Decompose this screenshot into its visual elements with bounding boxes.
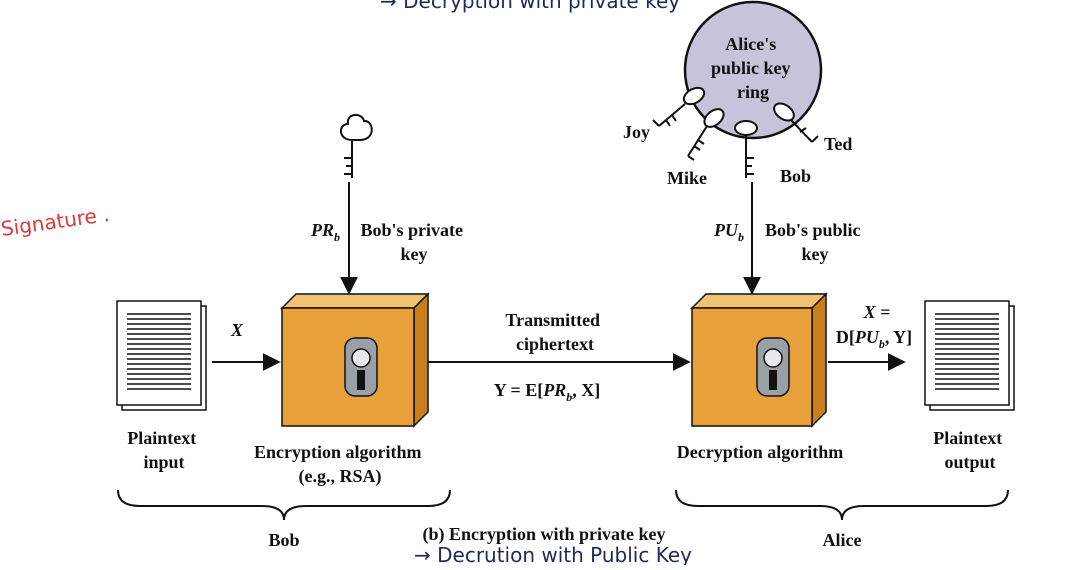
mike-key-icon xyxy=(687,108,725,161)
group-label-bob: Bob xyxy=(268,530,299,550)
encryption-algorithm-label: Encryption algorithm (e.g., RSA) xyxy=(254,442,426,487)
encryption-box xyxy=(280,292,430,428)
public-key-label: Bob's public key xyxy=(765,220,865,264)
decryption-lock-icon xyxy=(756,337,790,397)
decryption-algorithm-label: Decryption algorithm xyxy=(677,442,843,462)
private-key-label: Bob's private key xyxy=(360,220,467,264)
figure-caption: (b) Encryption with private key xyxy=(423,524,666,545)
joy-key-icon xyxy=(652,86,706,127)
public-key-symbol: PUb xyxy=(713,220,744,244)
bob-brace xyxy=(117,489,451,521)
plaintext-output-label: Plaintext output xyxy=(933,428,1007,472)
group-label-alice: Alice xyxy=(823,530,862,550)
public-key-ring: Alice's public key ring xyxy=(623,0,852,188)
output-equation-line2: D[PUb, Y] xyxy=(836,327,912,351)
output-equation-line1: X = xyxy=(863,302,891,322)
key-owner-ted: Ted xyxy=(824,134,852,154)
decryption-box xyxy=(690,292,828,428)
footer-note: → Decrution with Public Key xyxy=(414,543,692,565)
encryption-lock-icon xyxy=(344,337,378,397)
input-arrow-label: X xyxy=(230,320,244,340)
header-note: → Decryption with private key xyxy=(380,0,680,13)
plaintext-input-label: Plaintext input xyxy=(127,428,201,472)
key-ring-circle xyxy=(683,0,823,140)
key-owner-bob: Bob xyxy=(780,166,811,186)
private-key-symbol: PRb xyxy=(310,220,340,244)
ciphertext-equation: Y = E[PRb, X] xyxy=(494,380,601,404)
plaintext-input-document xyxy=(116,300,207,411)
signature-note: Signature . xyxy=(0,202,111,241)
plaintext-output-document xyxy=(924,300,1015,411)
key-ring-title: Alice's public key ring xyxy=(711,34,795,102)
private-key-icon xyxy=(340,114,373,178)
transmitted-ciphertext-label: Transmitted ciphertext xyxy=(505,310,604,354)
key-owner-joy: Joy xyxy=(623,122,650,142)
bob-key-icon xyxy=(734,120,758,178)
alice-brace xyxy=(675,489,1009,521)
key-owner-mike: Mike xyxy=(667,168,707,188)
ted-key-icon xyxy=(773,102,819,143)
